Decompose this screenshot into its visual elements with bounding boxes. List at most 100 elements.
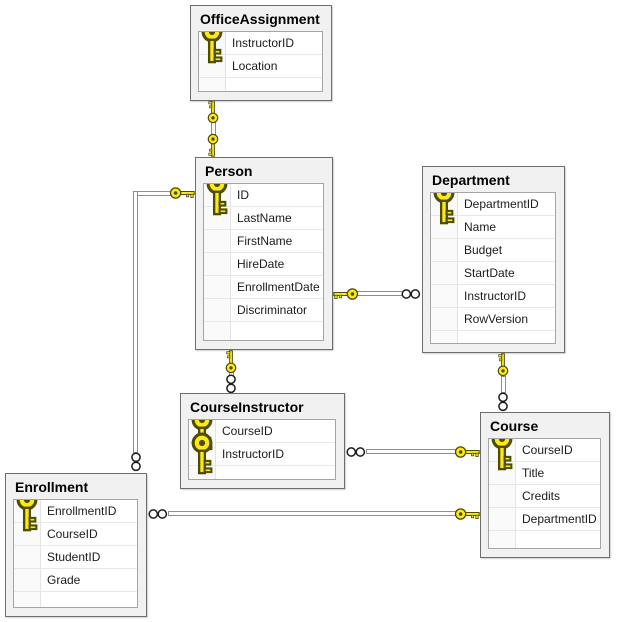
primary-key-icon	[489, 439, 515, 470]
infinity-icon	[147, 507, 169, 521]
table-row[interactable]: LastName	[204, 207, 323, 230]
column-name: Location	[232, 59, 278, 73]
row-icon-blank	[204, 253, 230, 275]
column-name: Grade	[47, 573, 81, 587]
primary-key-icon	[431, 193, 457, 224]
table-row[interactable]: Grade	[14, 569, 137, 592]
table-title[interactable]: CourseInstructor	[190, 399, 304, 415]
primary-key-icon	[189, 432, 215, 474]
table-row[interactable]: Name	[431, 216, 555, 239]
table-row[interactable]: InstructorID	[189, 432, 335, 474]
table-title[interactable]: Course	[490, 418, 539, 434]
column-name: StudentID	[47, 550, 101, 564]
relationship-person-enrollment[interactable]	[133, 191, 138, 453]
table-row[interactable]: InstructorID	[199, 32, 322, 63]
relationship-person-enrollment[interactable]	[133, 191, 171, 196]
relationship-department-course[interactable]	[501, 376, 506, 393]
infinity-icon	[129, 452, 143, 472]
relationship-course-courseinstructor[interactable]	[366, 449, 463, 454]
row-icon-blank	[204, 299, 230, 321]
table-row[interactable]: ID	[204, 184, 323, 215]
row-icon-blank	[204, 276, 230, 298]
row-icon-blank	[204, 207, 230, 229]
table-title[interactable]: Enrollment	[15, 479, 89, 495]
key-icon	[496, 353, 510, 377]
key-icon	[206, 133, 220, 157]
table-row[interactable]: DepartmentID	[489, 508, 600, 531]
column-name: Name	[464, 220, 497, 234]
column-name: HireDate	[237, 257, 285, 271]
column-name: StartDate	[464, 266, 515, 280]
table-grid: CourseID InstructorID	[188, 419, 336, 480]
table-row[interactable]: Discriminator	[204, 299, 323, 322]
column-name: LastName	[237, 211, 292, 225]
primary-key-icon	[199, 32, 225, 63]
column-name: Credits	[522, 489, 561, 503]
column-name: RowVersion	[464, 312, 529, 326]
row-icon-blank	[489, 485, 515, 507]
table-row[interactable]: InstructorID	[431, 285, 555, 308]
row-icon-blank	[204, 230, 230, 252]
key-icon	[206, 100, 220, 124]
row-icon-blank	[431, 285, 457, 307]
relationship-person-department[interactable]	[357, 291, 403, 296]
key-icon	[333, 287, 359, 301]
relationship-course-enrollment[interactable]	[168, 511, 457, 516]
row-icon-blank	[14, 569, 40, 591]
table-grid: InstructorID Location	[198, 31, 323, 92]
key-icon	[454, 445, 480, 459]
column-name: DepartmentID	[522, 512, 597, 526]
row-icon-blank	[489, 508, 515, 530]
column-name: Title	[522, 466, 545, 480]
row-icon-blank	[431, 216, 457, 238]
table-row[interactable]: CourseID	[14, 523, 137, 546]
column-name: Budget	[464, 243, 503, 257]
key-icon	[224, 350, 238, 374]
column-name: InstructorID	[222, 447, 285, 461]
row-icon-blank	[431, 239, 457, 261]
table-row[interactable]: RowVersion	[431, 308, 555, 331]
column-name: DepartmentID	[464, 197, 539, 211]
table-title[interactable]: Department	[432, 172, 510, 188]
table-row[interactable]: EnrollmentID	[14, 500, 137, 531]
column-name: ID	[237, 188, 249, 202]
column-name: CourseID	[522, 443, 573, 457]
row-icon-blank	[199, 55, 225, 77]
table-title[interactable]: OfficeAssignment	[200, 11, 320, 27]
primary-key-icon	[204, 184, 230, 215]
table-row[interactable]: HireDate	[204, 253, 323, 276]
row-icon-blank	[431, 262, 457, 284]
table-row[interactable]: FirstName	[204, 230, 323, 253]
table-title[interactable]: Person	[205, 163, 253, 179]
table-row[interactable]: EnrollmentDate	[204, 276, 323, 299]
row-icon-blank	[489, 462, 515, 484]
key-icon	[454, 507, 480, 521]
infinity-icon	[400, 287, 422, 301]
column-name: FirstName	[237, 234, 293, 248]
table-row[interactable]: Title	[489, 462, 600, 485]
table-row[interactable]: CourseID	[489, 439, 600, 470]
column-name: InstructorID	[232, 36, 295, 50]
table-row[interactable]: Location	[199, 55, 322, 78]
table-row[interactable]: StartDate	[431, 262, 555, 285]
row-icon-blank	[14, 546, 40, 568]
table-row[interactable]: DepartmentID	[431, 193, 555, 224]
infinity-icon	[224, 374, 238, 394]
column-name: Discriminator	[237, 303, 308, 317]
column-name: CourseID	[222, 424, 273, 438]
table-row[interactable]: Budget	[431, 239, 555, 262]
table-row[interactable]: Credits	[489, 485, 600, 508]
table-row[interactable]: StudentID	[14, 546, 137, 569]
column-name: CourseID	[47, 527, 98, 541]
